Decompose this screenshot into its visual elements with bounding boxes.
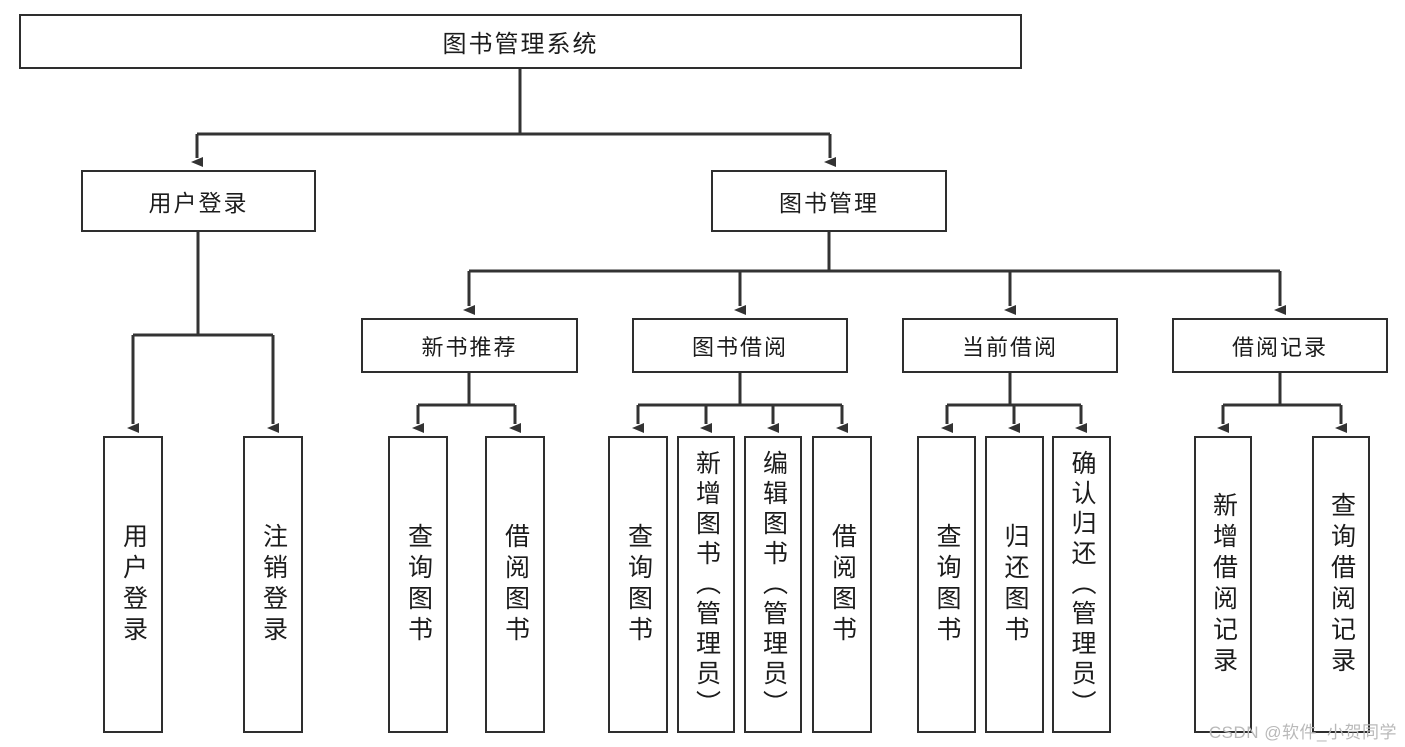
node-new-book-recommend[interactable]: 新书推荐 bbox=[361, 318, 578, 373]
node-label: 用户登录 bbox=[148, 190, 249, 216]
node-book-management[interactable]: 图书管理 bbox=[711, 170, 947, 232]
node-label: 新书推荐 bbox=[421, 334, 518, 360]
node-user-login[interactable]: 用户登录 bbox=[81, 170, 316, 232]
leaf-confirm-return-admin[interactable]: 确认归还（管理员） bbox=[1052, 436, 1111, 733]
node-label: 查询图书 bbox=[933, 522, 961, 647]
leaf-user-login[interactable]: 用户登录 bbox=[103, 436, 163, 733]
leaf-add-book-admin[interactable]: 新增图书（管理员） bbox=[677, 436, 735, 733]
node-label: 借阅记录 bbox=[1231, 334, 1328, 360]
node-label: 注销登录 bbox=[259, 522, 288, 647]
node-root-system[interactable]: 图书管理系统 bbox=[19, 14, 1022, 69]
node-label: 编辑图书（管理员） bbox=[759, 449, 788, 720]
leaf-query-book-borrow[interactable]: 查询图书 bbox=[608, 436, 668, 733]
leaf-borrow-book[interactable]: 借阅图书 bbox=[812, 436, 872, 733]
node-label: 图书借阅 bbox=[691, 334, 788, 360]
leaf-query-borrow-record[interactable]: 查询借阅记录 bbox=[1312, 436, 1370, 733]
node-label: 新增图书（管理员） bbox=[692, 449, 721, 720]
node-label: 借阅图书 bbox=[828, 522, 857, 647]
leaf-borrow-book-new-rec[interactable]: 借阅图书 bbox=[485, 436, 545, 733]
leaf-user-logout[interactable]: 注销登录 bbox=[243, 436, 303, 733]
node-label: 图书管理 bbox=[779, 190, 879, 216]
node-current-borrow[interactable]: 当前借阅 bbox=[902, 318, 1118, 373]
node-book-borrow[interactable]: 图书借阅 bbox=[632, 318, 848, 373]
node-label: 新增借阅记录 bbox=[1209, 491, 1238, 678]
node-label: 图书管理系统 bbox=[442, 31, 599, 58]
leaf-edit-book-admin[interactable]: 编辑图书（管理员） bbox=[744, 436, 802, 733]
leaf-query-book-new-rec[interactable]: 查询图书 bbox=[388, 436, 448, 733]
leaf-return-book[interactable]: 归还图书 bbox=[985, 436, 1044, 733]
node-label: 查询借阅记录 bbox=[1327, 491, 1356, 678]
node-label: 用户登录 bbox=[119, 522, 148, 647]
node-label: 归还图书 bbox=[1001, 522, 1029, 647]
node-label: 当前借阅 bbox=[961, 334, 1058, 360]
node-label: 确认归还（管理员） bbox=[1068, 449, 1096, 720]
node-label: 借阅图书 bbox=[501, 522, 530, 647]
csdn-watermark: CSDN @软件_小贺同学 bbox=[1208, 723, 1397, 742]
node-borrow-history[interactable]: 借阅记录 bbox=[1172, 318, 1388, 373]
leaf-query-book-current[interactable]: 查询图书 bbox=[917, 436, 976, 733]
leaf-add-borrow-record[interactable]: 新增借阅记录 bbox=[1194, 436, 1252, 733]
node-label: 查询图书 bbox=[624, 522, 653, 647]
node-label: 查询图书 bbox=[404, 522, 433, 647]
